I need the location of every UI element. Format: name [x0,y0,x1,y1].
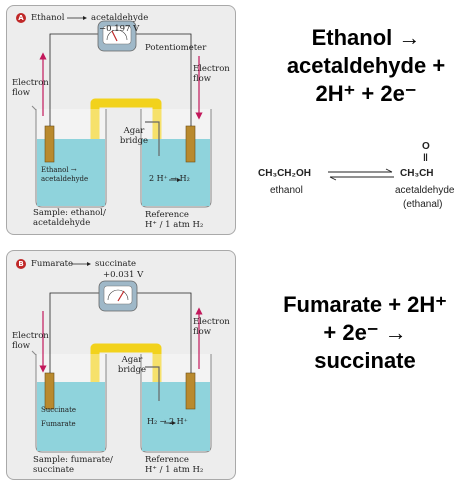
panel-b-reference-condition: H⁺ / 1 atm H₂ [145,465,204,475]
carbonyl-double-bond: ‖ [423,153,428,164]
right-beaker [140,109,212,208]
panel-a-badge: A [16,13,26,23]
panel-b-right-solution: H₂ → 2 H⁺ [147,417,188,426]
panel-a-title-left: Ethanol [31,13,65,23]
agar-bridge-label: Agar bridge [119,126,149,146]
left-electrode [44,125,55,163]
panel-a-right-solution: 2 H⁺ → H₂ [149,174,190,183]
wire-left [49,292,101,346]
electron-flow-label-right: Electron flow [193,64,230,84]
agar-bridge [90,343,162,401]
ethanol-reaction-line-2: acetaldehyde + [286,53,446,78]
panel-a-left-solution: Ethanol → acetaldehyde [41,166,89,183]
fumarate-reaction-line-3: succinate [314,348,416,373]
potentiometer [97,20,137,52]
electron-flow-label-left: Electron flow [12,331,49,351]
panel-b-title-left: Fumarate [31,259,74,269]
carbonyl-oxygen: O [422,141,430,152]
wire-left [49,33,101,94]
potentiometer [98,280,138,312]
ethanol-name: ethanol [270,185,303,196]
equilibrium-arrows [328,168,394,181]
panel-a-reference-condition: H⁺ / 1 atm H₂ [145,220,204,230]
right-electrode [185,125,196,163]
panel-a-title-right: acetaldehyde [91,13,149,23]
panel-a-apparatus [31,16,212,208]
agar-bridge [90,98,162,156]
panel-b-title-right: succinate [95,259,137,269]
fumarate-reaction-line-2: + 2e⁻ → [323,320,407,345]
acetaldehyde-name: acetaldehyde [395,185,455,196]
acetaldehyde-alt-name: (ethanal) [403,199,443,210]
panel-a-ethanol-cell: A Ethanol acetaldehyde −0.197 V Potentio… [6,5,236,235]
fumarate-half-reaction-text: Fumarate + 2H⁺ + 2e⁻ → succinate [258,291,472,375]
panel-b-reference-label: Reference [145,455,189,465]
left-electrode [44,372,55,410]
wire-right [133,33,192,94]
ethanol-reaction-line-3: 2H⁺ + 2e⁻ [315,81,417,106]
panel-a-sample-label: Sample: ethanol/ acetaldehyde [33,208,106,228]
panel-b-badge: B [16,259,26,269]
electron-flow-label-right: Electron flow [193,317,230,337]
ethanol-formula: CH₃CH₂OH [258,168,311,179]
panel-b-voltage: +0.031 V [103,270,144,280]
panel-a-voltage: −0.197 V [99,24,140,34]
ethanol-reaction-line-1: Ethanol → [311,25,421,50]
panel-b-apparatus [31,262,212,453]
acetaldehyde-formula: CH₃CH [400,168,434,179]
right-beaker [140,354,212,453]
panel-b-sample-label: Sample: fumarate/ succinate [33,455,113,475]
ethanol-half-reaction-text: Ethanol → acetaldehyde + 2H⁺ + 2e⁻ [262,24,470,108]
agar-bridge-label: Agar bridge [117,355,147,375]
left-beaker [31,105,107,208]
panel-b-fumarate-cell: B Fumarate succinate +0.031 V Electron f… [6,250,236,480]
fumarate-reaction-line-1: Fumarate + 2H⁺ [283,292,447,317]
potentiometer-label: Potentiometer [145,43,207,53]
panel-a-reference-label: Reference [145,210,189,220]
wire-right [133,292,192,346]
electron-flow-label-left: Electron flow [12,78,49,98]
right-electrode [185,372,196,410]
panel-b-left-solution: Succinate Fumarate [41,406,77,428]
